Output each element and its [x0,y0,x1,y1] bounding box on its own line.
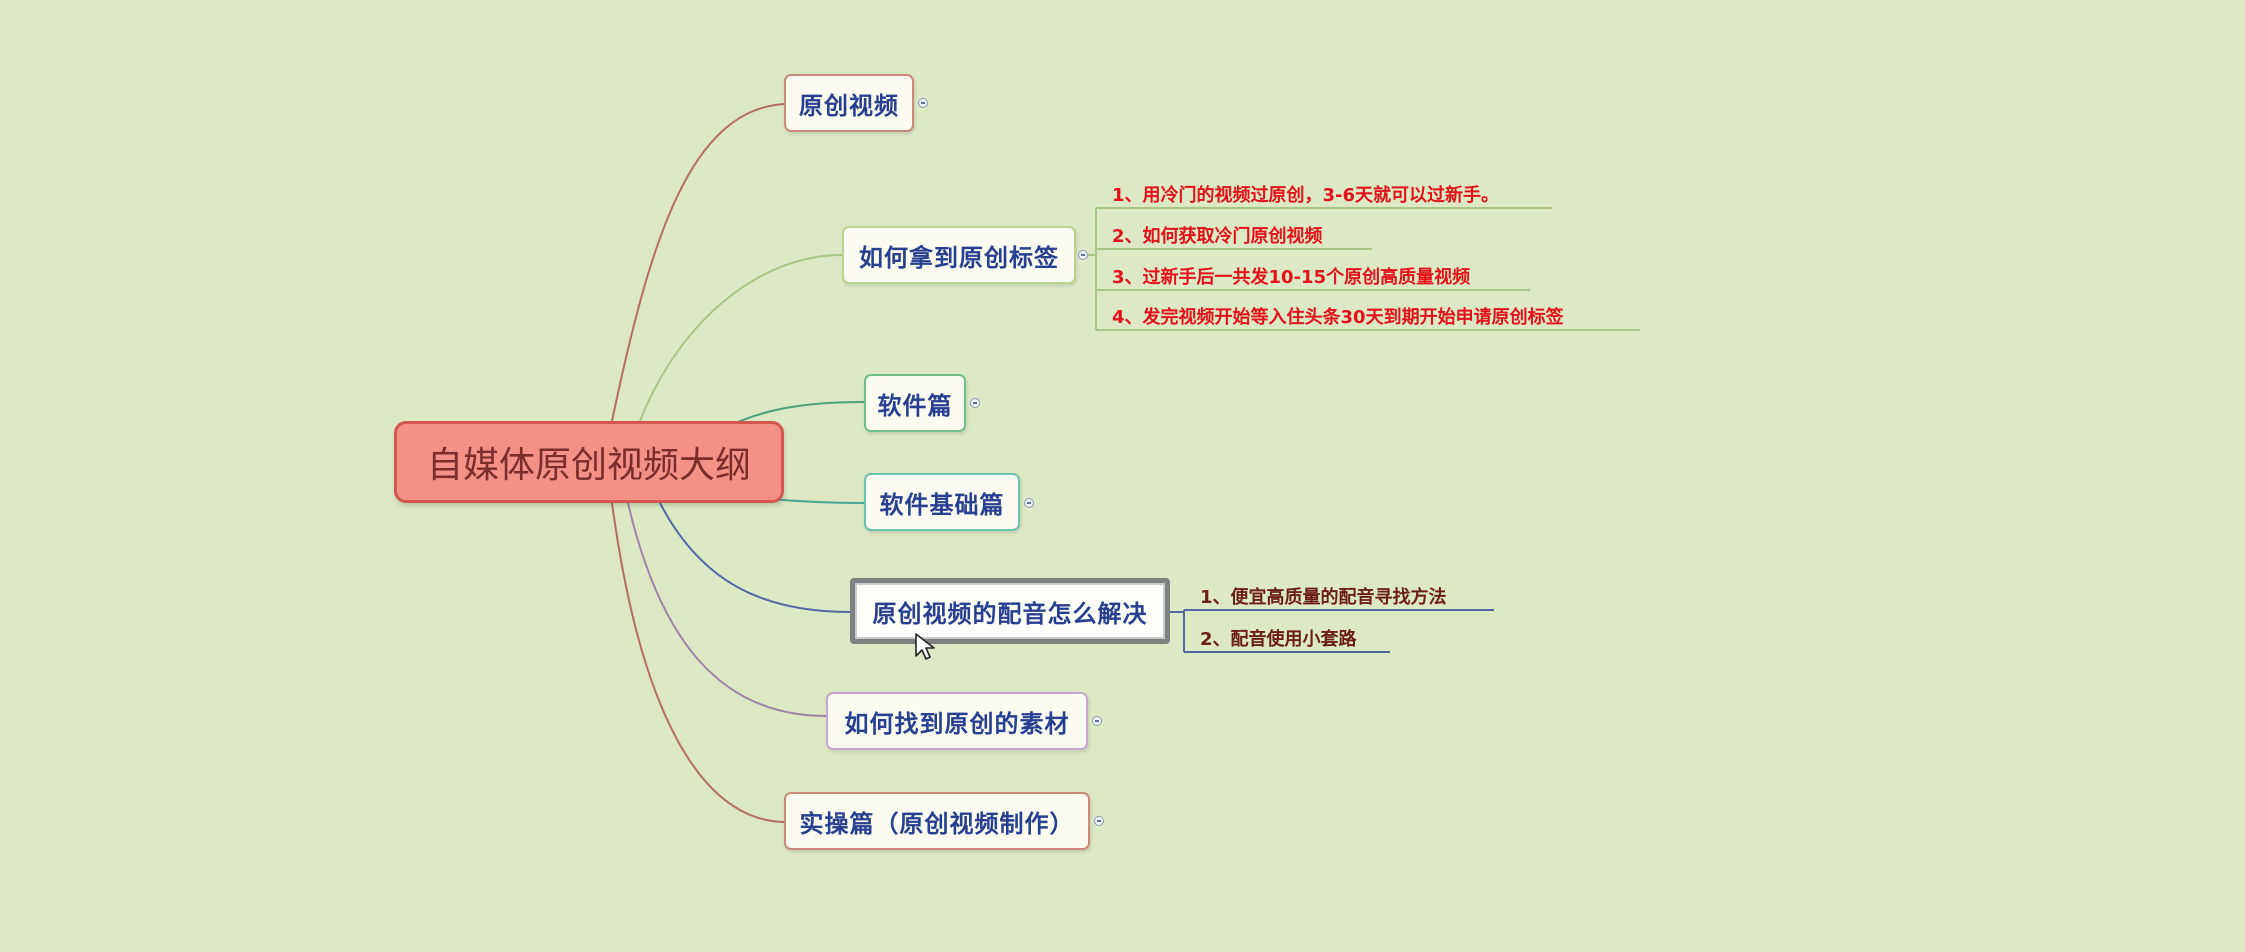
topic-software[interactable]: 软件篇 [864,374,966,432]
subtopic-t2-1[interactable]: 1、用冷门的视频过原创，3-6天就可以过新手。 [1112,185,1500,206]
branch-line-t7 [611,502,785,823]
subtopic-t2-3[interactable]: 3、过新手后一共发10-15个原创高质量视频 [1112,267,1471,288]
expand-toggle-icon[interactable] [1092,716,1102,726]
expand-toggle-icon[interactable] [1094,816,1104,826]
subtopic-t5-1[interactable]: 1、便宜高质量的配音寻找方法 [1200,587,1447,608]
subtopic-t2-2[interactable]: 2、如何获取冷门原创视频 [1112,226,1323,247]
branch-line-t1 [611,103,785,422]
expand-toggle-icon[interactable] [1024,498,1034,508]
subtopic-bracket-t2 [1088,208,1097,330]
subtopic-bracket-t5 [1170,610,1185,652]
topic-get-original-label[interactable]: 如何拿到原创标签 [842,226,1076,284]
mouse-cursor-icon [915,633,935,660]
subtopic-t2-4[interactable]: 4、发完视频开始等入住头条30天到期开始申请原创标签 [1112,307,1564,328]
collapse-toggle-icon[interactable] [1078,250,1088,260]
branch-line-t5 [659,502,851,613]
expand-toggle-icon[interactable] [918,98,928,108]
branch-line-t2 [639,254,843,422]
root-topic[interactable]: 自媒体原创视频大纲 [394,421,784,503]
branch-line-t6 [627,502,827,717]
topic-software-basics[interactable]: 软件基础篇 [864,473,1020,531]
topic-practice[interactable]: 实操篇（原创视频制作） [784,792,1090,850]
topic-dubbing-solution[interactable]: 原创视频的配音怎么解决 [850,578,1170,644]
subtopic-t5-2[interactable]: 2、配音使用小套路 [1200,629,1357,650]
topic-original-video[interactable]: 原创视频 [784,74,914,132]
expand-toggle-icon[interactable] [970,398,980,408]
topic-find-materials[interactable]: 如何找到原创的素材 [826,692,1088,750]
